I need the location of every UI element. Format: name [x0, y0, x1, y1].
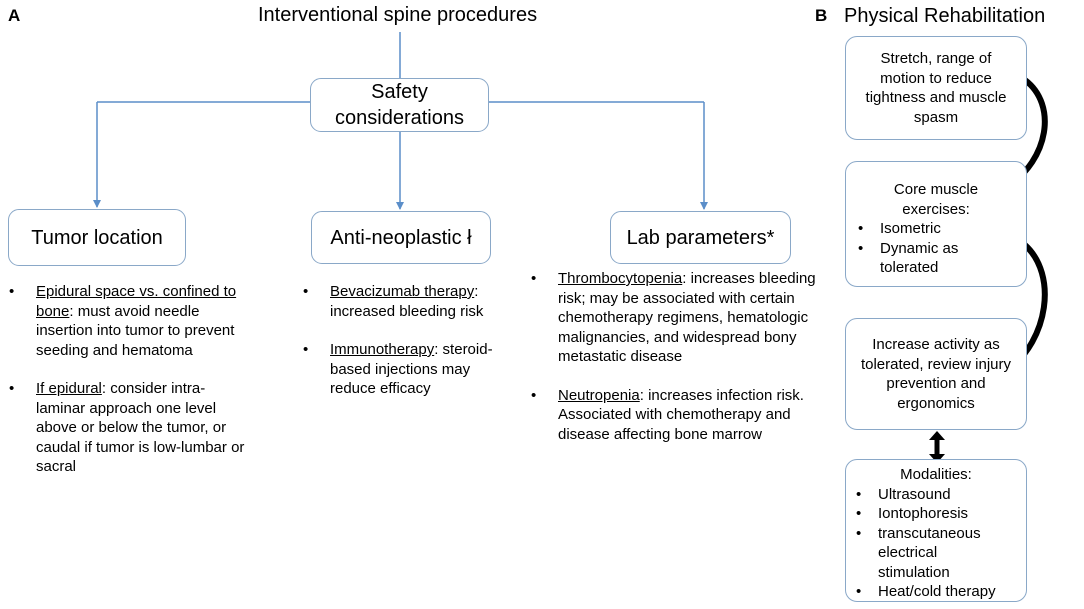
item-term: Epidural space vs. confined to bone: [36, 283, 237, 320]
list-item: Iontophoresis: [854, 504, 1018, 524]
stretch-box: Stretch, range of motion to reduce tight…: [845, 36, 1027, 140]
lab-parameters-box: Lab parameters*: [610, 211, 791, 264]
item-term: Bevacizumab therapy: [330, 283, 475, 300]
panel-letter-a: A: [8, 6, 21, 25]
modalities-head: Modalities:: [900, 466, 972, 483]
anti-neoplastic-list: Bevacizumab therapy: increased bleeding …: [302, 282, 502, 418]
list-item: Immunotherapy: steroid-based injections …: [302, 340, 502, 399]
double-arrow-head-up: [929, 431, 945, 440]
item-term: If epidural: [36, 380, 102, 397]
list-item: Dynamic as tolerated: [856, 239, 1016, 278]
activity-box: Increase activity as tolerated, review i…: [845, 318, 1027, 430]
activity-text: Increase activity as tolerated, review i…: [860, 336, 1012, 412]
list-item: Epidural space vs. confined to bone: mus…: [8, 282, 248, 360]
list-item: Isometric: [856, 219, 1016, 239]
lab-parameters-list: Thrombocytopenia: increases bleeding ris…: [530, 269, 820, 463]
list-item: Ultrasound: [854, 485, 1018, 505]
safety-line-2: considerations: [335, 107, 464, 129]
item-text: : must avoid needle insertion into tumor…: [36, 302, 235, 359]
item-term: Neutropenia: [558, 386, 640, 404]
item-text: : increases bleeding risk; may be associ…: [558, 270, 816, 365]
item-text: : steroid-based injections may reduce ef…: [330, 341, 493, 397]
safety-considerations-box: Safety considerations: [310, 78, 489, 132]
core-head: Core muscle exercises:: [893, 181, 979, 218]
panel-a-title: Interventional spine procedures: [258, 4, 538, 26]
list-item: transcutaneous electrical stimulation: [854, 524, 1018, 583]
tumor-location-list: Epidural space vs. confined to bone: mus…: [8, 282, 248, 496]
modalities-box: Modalities: Ultrasound Iontophoresis tra…: [845, 459, 1027, 602]
item-text: : consider intra-laminar approach one le…: [36, 380, 245, 475]
core-muscle-box: Core muscle exercises: Isometric Dynamic…: [845, 161, 1027, 287]
item-term: Immunotherapy: [330, 341, 435, 358]
list-item: Bevacizumab therapy: increased bleeding …: [302, 282, 502, 321]
item-text: : increases infection risk. Associated w…: [558, 386, 804, 443]
safety-line-1: Safety: [371, 81, 428, 103]
list-item: If epidural: consider intra-laminar appr…: [8, 379, 248, 477]
list-item: Heat/cold therapy: [854, 582, 1018, 602]
stretch-text: Stretch, range of motion to reduce tight…: [865, 50, 1007, 126]
item-term: Thrombocytopenia: [558, 270, 683, 287]
item-text: : increased bleeding risk: [330, 283, 484, 320]
double-arrow-head-down: [929, 454, 945, 463]
list-item: Thrombocytopenia: increases bleeding ris…: [530, 269, 820, 367]
anti-neoplastic-box: Anti-neoplastic ł: [311, 211, 491, 264]
list-item: Neutropenia: increases infection risk. A…: [530, 386, 820, 445]
panel-b-title: Physical Rehabilitation: [844, 5, 1046, 27]
panel-letter-b: B: [815, 6, 828, 25]
tumor-location-box: Tumor location: [8, 209, 186, 266]
